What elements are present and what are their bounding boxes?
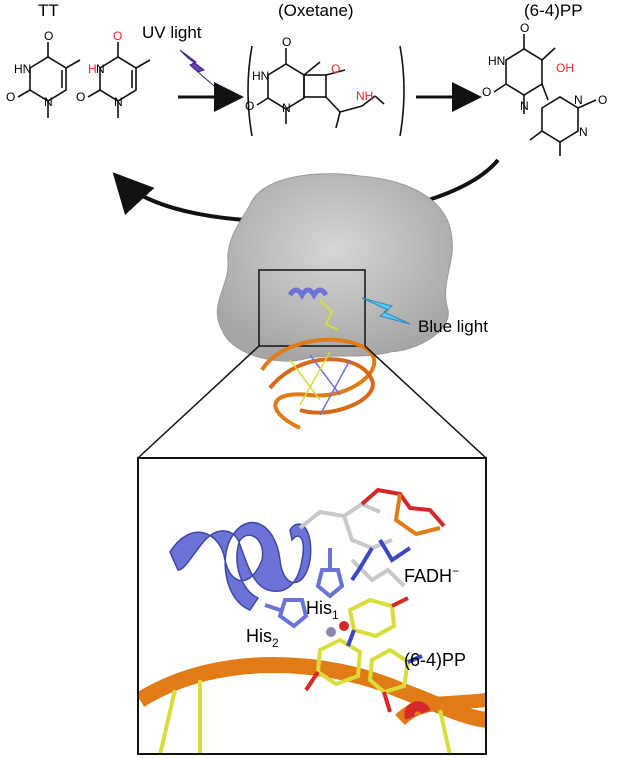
inset-pp64: [304, 596, 423, 713]
label-his2-main: His: [246, 626, 272, 646]
tt-o-left-2: O: [76, 90, 85, 104]
label-uv-light: UV light: [142, 23, 202, 42]
small-ligand: [319, 299, 339, 331]
inset-alpha-helix: [169, 521, 312, 611]
ox-o-top: O: [282, 35, 291, 49]
pp-n-3: N: [579, 125, 588, 139]
label-pp64-inset: (6-4)PP: [404, 650, 466, 670]
label-oxetane: (Oxetane): [278, 1, 354, 20]
label-tt: TT: [38, 1, 59, 20]
tt-structure: [17, 42, 151, 118]
inset-oxygen: [339, 621, 349, 631]
blue-light-bolt-icon: [361, 297, 411, 325]
zoom-line-right: [364, 345, 487, 459]
tt-h-2: H: [88, 62, 97, 76]
ox-o-left: O: [245, 99, 254, 113]
pp64-structure: [493, 34, 597, 156]
ox-hn: HN: [252, 69, 269, 83]
ox-n: N: [282, 101, 291, 115]
inset-base-1: [158, 689, 177, 753]
his1-ring: [315, 568, 345, 599]
inset-dna-backbone: [139, 657, 485, 728]
inset-phosphate: [404, 701, 431, 720]
protein-surface: [216, 173, 453, 362]
tt-n-2a: N: [96, 62, 105, 76]
label-pp64-top: (6-4)PP: [524, 1, 583, 20]
pp-n-1: N: [520, 99, 529, 113]
tt-n-1: N: [44, 95, 53, 109]
small-helix: [287, 287, 329, 300]
label-his1-main: His: [306, 598, 332, 618]
zoom-line-left: [137, 345, 260, 459]
uv-bolt-icon: [179, 49, 215, 87]
label-his1-sub: 1: [332, 608, 339, 622]
pp-hn-1: HN: [488, 54, 505, 68]
oxetane-structure: [256, 48, 385, 129]
ox-o-red: O: [331, 62, 340, 76]
label-fadh: FADH−: [404, 564, 459, 586]
pp-o-right: O: [598, 93, 607, 107]
tt-o-top-2: O: [113, 29, 122, 43]
label-his2: His2: [246, 626, 279, 650]
inset-helix-tail: [264, 603, 281, 612]
inset-water: [326, 627, 336, 637]
zoom-box: [258, 269, 366, 347]
pp-oh-red: OH: [556, 61, 574, 75]
tt-o-left-1: O: [6, 90, 15, 104]
dna-helix: [260, 337, 377, 430]
inset-base-3: [438, 709, 452, 753]
ox-nh-red: NH: [356, 89, 373, 103]
label-his2-sub: 2: [272, 636, 279, 650]
pp-n-2: N: [574, 93, 583, 107]
inset-fadh: [298, 487, 446, 588]
oxetane-bracket: [247, 45, 405, 137]
tt-o-top-1: O: [44, 29, 53, 43]
label-blue-light: Blue light: [418, 317, 488, 336]
tt-n-2: N: [114, 95, 123, 109]
his2-ring: [277, 598, 309, 629]
label-his1: His1: [306, 598, 339, 622]
label-fadh-main: FADH: [404, 566, 452, 586]
label-fadh-sup: −: [452, 564, 459, 578]
pp-o-top: O: [520, 21, 529, 35]
tt-hn-1: HN: [14, 62, 31, 76]
pp-o-left: O: [482, 85, 491, 99]
